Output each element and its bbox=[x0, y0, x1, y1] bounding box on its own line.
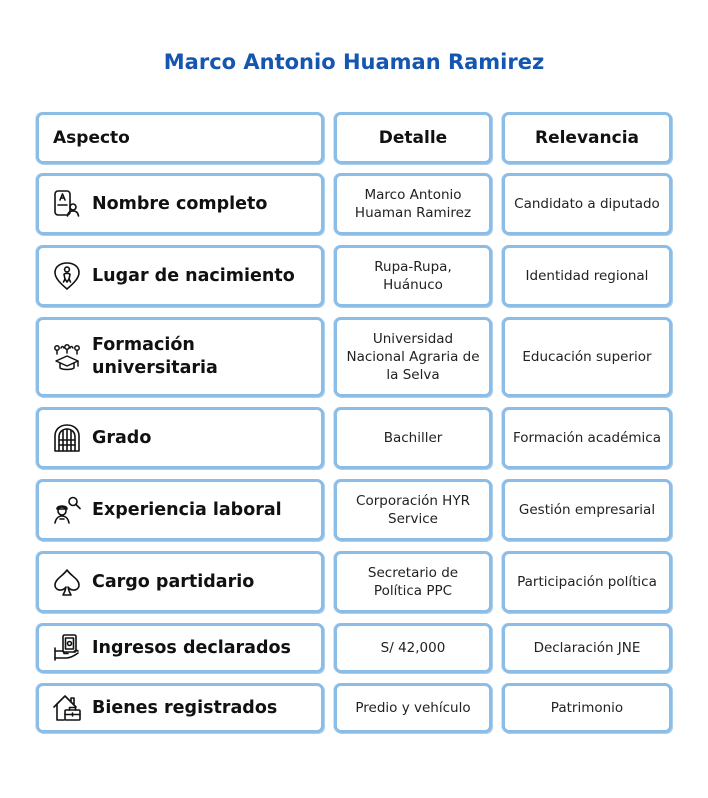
relevance-cell: Gestión empresarial bbox=[502, 479, 672, 541]
relevance-cell: Candidato a diputado bbox=[502, 173, 672, 235]
detail-cell: Corporación HYR Service bbox=[334, 479, 492, 541]
spade-leaf-icon bbox=[51, 565, 83, 599]
aspect-cell: Experiencia laboral bbox=[36, 479, 324, 541]
detail-cell: Predio y vehículo bbox=[334, 683, 492, 733]
page-title: Marco Antonio Huaman Ramirez bbox=[163, 50, 545, 74]
table-row: Formación universitaria Universidad Naci… bbox=[36, 317, 672, 397]
detail-cell: Bachiller bbox=[334, 407, 492, 469]
relevance-value: Candidato a diputado bbox=[514, 196, 660, 212]
header-relevance-cell: Relevancia bbox=[502, 112, 672, 164]
relevance-cell: Identidad regional bbox=[502, 245, 672, 307]
header-aspect: Aspecto bbox=[53, 128, 130, 148]
detail-value: S/ 42,000 bbox=[380, 640, 446, 656]
id-card-user-icon bbox=[51, 187, 83, 221]
aspect-label: Bienes registrados bbox=[92, 697, 278, 718]
table-row: Experiencia laboral Corporación HYR Serv… bbox=[36, 479, 672, 541]
aspect-label: Formación universitaria bbox=[92, 335, 218, 378]
detail-value: Corporación HYR Service bbox=[356, 493, 470, 527]
aspect-label: Experiencia laboral bbox=[92, 499, 282, 520]
relevance-value: Identidad regional bbox=[525, 268, 649, 284]
relevance-value: Declaración JNE bbox=[533, 640, 641, 656]
location-person-icon bbox=[51, 259, 83, 293]
detail-cell: Marco Antonio Huaman Ramirez bbox=[334, 173, 492, 235]
worker-search-icon bbox=[51, 493, 83, 527]
aspect-cell: Ingresos declarados bbox=[36, 623, 324, 673]
money-hand-icon bbox=[51, 631, 83, 665]
aspect-label: Ingresos declarados bbox=[92, 637, 291, 658]
relevance-cell: Educación superior bbox=[502, 317, 672, 397]
detail-cell: Secretario de Política PPC bbox=[334, 551, 492, 613]
detail-value: Universidad Nacional Agraria de la Selva bbox=[346, 331, 480, 383]
relevance-cell: Patrimonio bbox=[502, 683, 672, 733]
aspect-cell: Bienes registrados bbox=[36, 683, 324, 733]
relevance-cell: Formación académica bbox=[502, 407, 672, 469]
aspect-label: Cargo partidario bbox=[92, 571, 255, 592]
table-row: Ingresos declarados S/ 42,000 Declaració… bbox=[36, 623, 672, 673]
header-detail: Detalle bbox=[378, 128, 448, 148]
table-row: Grado Bachiller Formación académica bbox=[36, 407, 672, 469]
detail-value: Secretario de Política PPC bbox=[367, 565, 459, 599]
relevance-value: Educación superior bbox=[522, 349, 652, 365]
aspect-cell: Formación universitaria bbox=[36, 317, 324, 397]
aspect-label: Lugar de nacimiento bbox=[92, 265, 295, 286]
relevance-value: Formación académica bbox=[513, 430, 661, 446]
header-relevance: Relevancia bbox=[534, 128, 639, 148]
detail-cell: S/ 42,000 bbox=[334, 623, 492, 673]
detail-value: Bachiller bbox=[383, 430, 443, 446]
aspect-cell: Nombre completo bbox=[36, 173, 324, 235]
table-row: Lugar de nacimiento Rupa-Rupa, Huánuco I… bbox=[36, 245, 672, 307]
relevance-value: Patrimonio bbox=[550, 700, 624, 716]
detail-cell: Universidad Nacional Agraria de la Selva bbox=[334, 317, 492, 397]
aspect-label: Grado bbox=[92, 427, 152, 448]
detail-cell: Rupa-Rupa, Huánuco bbox=[334, 245, 492, 307]
aspect-cell: Grado bbox=[36, 407, 324, 469]
table-row: Bienes registrados Predio y vehículo Pat… bbox=[36, 683, 672, 733]
detail-value: Rupa-Rupa, Huánuco bbox=[374, 259, 452, 293]
aspect-cell: Lugar de nacimiento bbox=[36, 245, 324, 307]
detail-value: Predio y vehículo bbox=[355, 700, 471, 716]
table-row: Nombre completo Marco Antonio Huaman Ram… bbox=[36, 173, 672, 235]
detail-value: Marco Antonio Huaman Ramirez bbox=[354, 187, 472, 221]
graduation-cap-icon bbox=[51, 340, 83, 374]
relevance-value: Participación política bbox=[517, 574, 657, 590]
header-detail-cell: Detalle bbox=[334, 112, 492, 164]
aspect-cell: Cargo partidario bbox=[36, 551, 324, 613]
relevance-cell: Declaración JNE bbox=[502, 623, 672, 673]
table-header-row: Aspecto Detalle Relevancia bbox=[36, 112, 672, 164]
house-briefcase-icon bbox=[51, 691, 83, 725]
header-aspect-cell: Aspecto bbox=[36, 112, 324, 164]
table-row: Cargo partidario Secretario de Política … bbox=[36, 551, 672, 613]
relevance-value: Gestión empresarial bbox=[518, 502, 656, 518]
arched-window-icon bbox=[51, 421, 83, 455]
aspect-label: Nombre completo bbox=[92, 193, 268, 214]
relevance-cell: Participación política bbox=[502, 551, 672, 613]
